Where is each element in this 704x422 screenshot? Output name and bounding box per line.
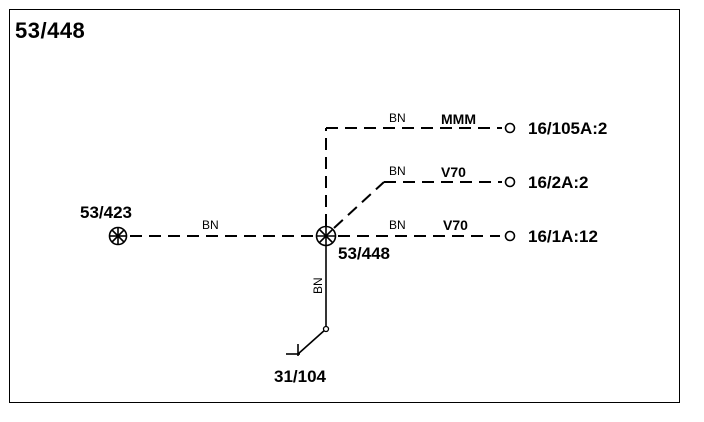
diagram-title: 53/448	[15, 18, 86, 43]
terminal-2-label: 16/2A:2	[528, 173, 588, 192]
variant-label-3: V70	[443, 217, 468, 233]
terminal-3-connector	[504, 230, 516, 242]
terminal-3-label: 16/1A:12	[528, 227, 598, 246]
left-splice-symbol	[108, 226, 128, 246]
center-splice-label: 53/448	[338, 244, 390, 263]
wire-color-label-1: BN	[389, 111, 406, 125]
wire-color-label-down: BN	[311, 277, 325, 294]
terminal-2-connector	[504, 176, 516, 188]
ground-label: 31/104	[274, 367, 327, 386]
wire-color-label-left: BN	[202, 218, 219, 232]
ground-contact	[322, 325, 330, 333]
diagram-frame	[9, 9, 680, 403]
variant-label-1: MMM	[441, 111, 476, 127]
terminal-1-connector	[504, 122, 516, 134]
wire-branch-2-diagonal	[333, 181, 385, 229]
ground-link	[297, 328, 327, 355]
left-splice-label: 53/423	[80, 203, 132, 222]
center-splice-symbol	[315, 225, 337, 247]
wire-color-label-2: BN	[389, 164, 406, 178]
wire-color-label-3: BN	[389, 218, 406, 232]
terminal-1-label: 16/105A:2	[528, 119, 607, 138]
variant-label-2: V70	[441, 164, 466, 180]
